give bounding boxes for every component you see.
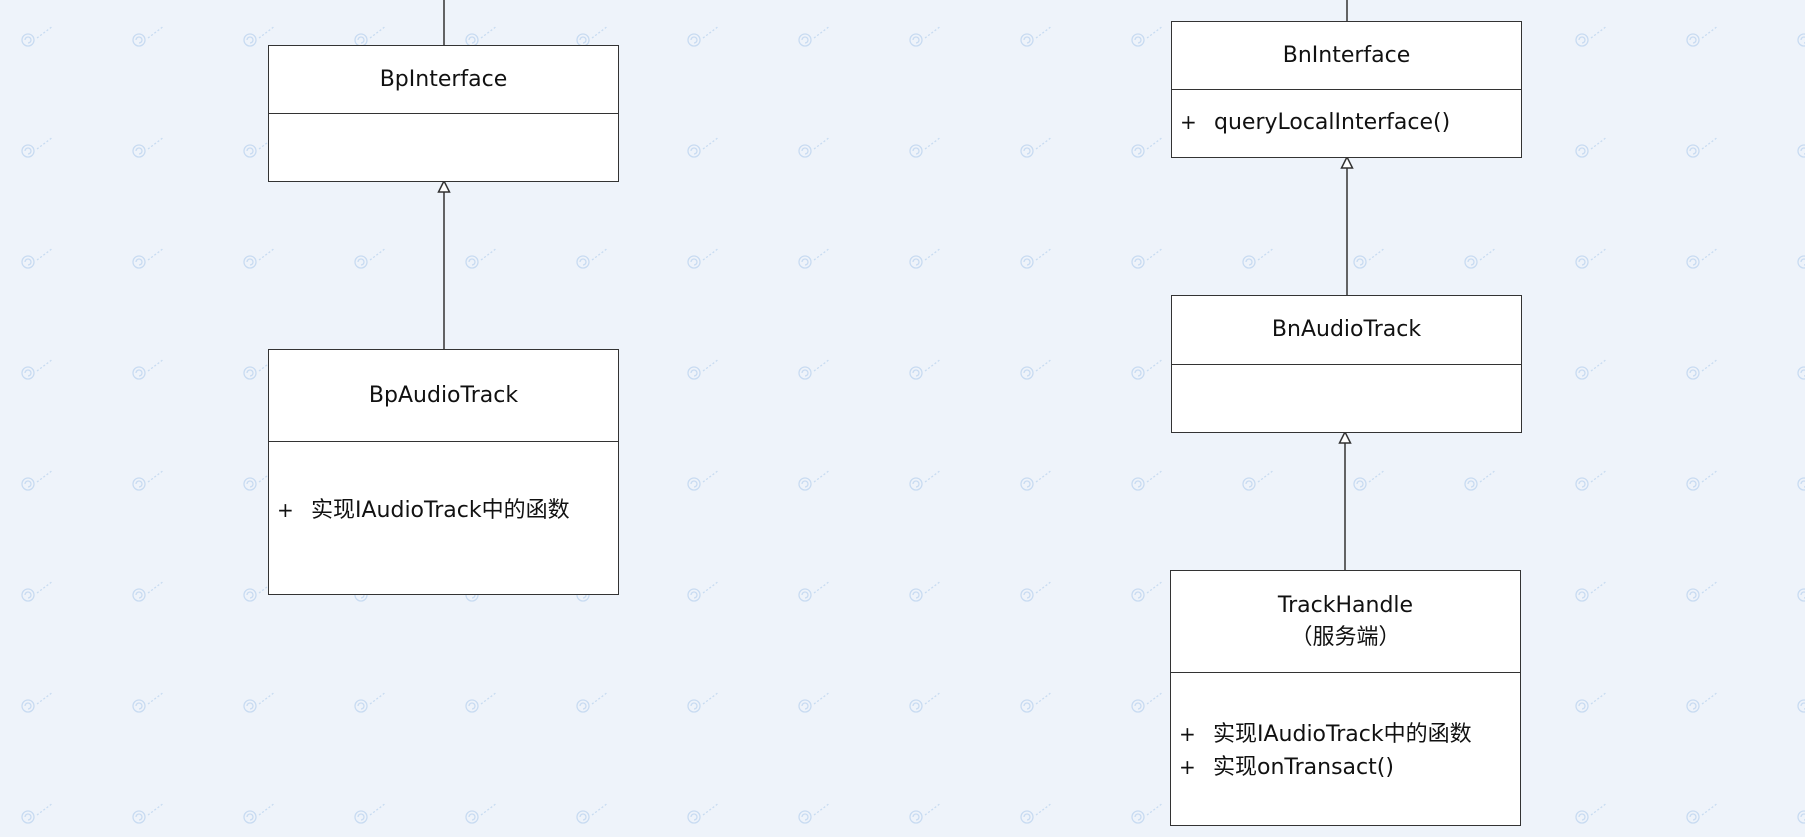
class-bninterface-members: + queryLocalInterface()	[1172, 90, 1521, 139]
member-visibility: +	[1180, 110, 1197, 134]
class-trackhandle-name-compartment: TrackHandle （服务端）	[1171, 571, 1520, 673]
generalization-bnaudiotrack-to-bninterface	[1340, 155, 1354, 295]
class-bpaudiotrack-members: + 实现IAudioTrack中的函数	[269, 442, 618, 527]
generalization-trackhandle-to-bnaudiotrack	[1338, 430, 1352, 570]
class-bninterface-name: BnInterface	[1282, 42, 1411, 68]
member-row: + 实现onTransact()	[1171, 751, 1520, 784]
class-bnaudiotrack: BnAudioTrack	[1171, 295, 1522, 433]
member-text: queryLocalInterface()	[1214, 110, 1451, 135]
member-text: 实现onTransact()	[1213, 755, 1394, 780]
generalization-bpaudiotrack-to-bpinterface	[437, 179, 451, 349]
class-bpinterface-members	[269, 114, 618, 181]
class-bnaudiotrack-name-compartment: BnAudioTrack	[1172, 296, 1521, 365]
member-row: + 实现IAudioTrack中的函数	[1171, 718, 1520, 751]
class-bpaudiotrack: BpAudioTrack + 实现IAudioTrack中的函数	[268, 349, 619, 595]
member-row: + queryLocalInterface()	[1172, 106, 1521, 139]
class-trackhandle-stereotype: （服务端）	[1290, 624, 1401, 650]
member-text: 实现IAudioTrack中的函数	[311, 498, 570, 523]
class-bnaudiotrack-members	[1172, 365, 1521, 432]
class-bpinterface-name-compartment: BpInterface	[269, 46, 618, 114]
member-row: + 实现IAudioTrack中的函数	[269, 494, 618, 527]
class-bpaudiotrack-name-compartment: BpAudioTrack	[269, 350, 618, 442]
class-bpinterface: BpInterface	[268, 45, 619, 182]
class-bpinterface-name: BpInterface	[379, 66, 508, 92]
class-bpaudiotrack-name: BpAudioTrack	[368, 382, 519, 408]
class-trackhandle: TrackHandle （服务端） + 实现IAudioTrack中的函数 + …	[1170, 570, 1521, 826]
class-trackhandle-name: TrackHandle	[1277, 592, 1414, 618]
member-visibility: +	[1179, 722, 1196, 746]
class-trackhandle-members: + 实现IAudioTrack中的函数 + 实现onTransact()	[1171, 673, 1520, 784]
member-visibility: +	[277, 498, 294, 522]
member-text: 实现IAudioTrack中的函数	[1213, 722, 1472, 747]
class-bnaudiotrack-name: BnAudioTrack	[1271, 317, 1422, 342]
generalization-arrowhead	[1340, 155, 1354, 169]
generalization-arrowhead	[437, 179, 451, 193]
class-bninterface-name-compartment: BnInterface	[1172, 22, 1521, 90]
member-visibility: +	[1179, 755, 1196, 779]
generalization-arrowhead	[1338, 430, 1352, 444]
class-bninterface: BnInterface + queryLocalInterface()	[1171, 21, 1522, 158]
